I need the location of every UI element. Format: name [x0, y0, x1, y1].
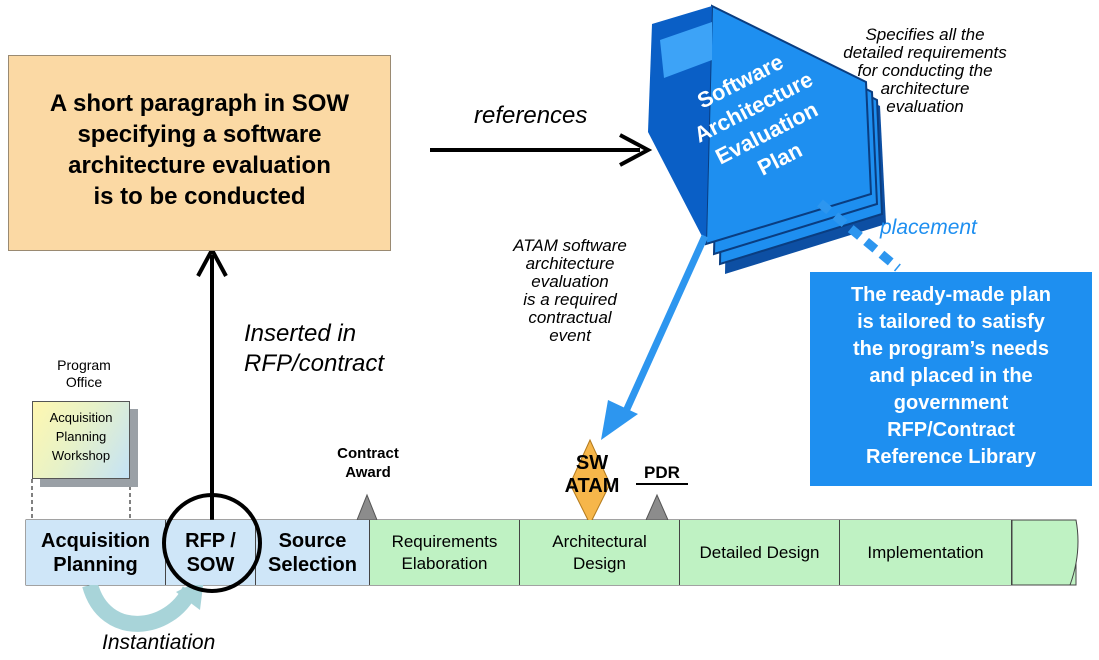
- sw-atam-label: SW ATAM: [564, 452, 620, 497]
- contract-award-triangle: [356, 493, 378, 521]
- references-arrow: [430, 133, 653, 167]
- phase-implementation: Implementation: [840, 520, 1012, 585]
- sow-paragraph-text: A short paragraph in SOW specifying a so…: [49, 90, 350, 210]
- reference-library-box: The ready-made plan is tailored to satis…: [810, 272, 1092, 486]
- contract-award-label: Contract Award: [337, 445, 399, 481]
- inserted-label: Inserted in RFP/contract: [244, 320, 385, 377]
- phase-acquisition-planning: Acquisition Planning: [26, 520, 166, 585]
- plan-specifies-note: Specifies all the detailed requirements …: [843, 25, 1007, 116]
- references-label: references: [474, 102, 588, 129]
- evaluation-plan-book: [648, 4, 886, 274]
- pdr-triangle: [645, 493, 669, 521]
- phase-source-selection: Source Selection: [256, 520, 370, 585]
- acquisition-planning-workshop: Acquisition Planning Workshop: [32, 401, 130, 479]
- phase-requirements-elaboration: Requirements Elaboration: [370, 520, 520, 585]
- placement-label: placement: [880, 216, 977, 239]
- pdr-label: PDR: [644, 463, 680, 482]
- instantiation-label: Instantiation: [102, 631, 216, 654]
- placement-connector: [817, 199, 901, 272]
- program-office-label: Program Office: [57, 357, 111, 390]
- timeline-end: [1011, 519, 1079, 586]
- atam-required-note: ATAM software architecture evaluation is…: [513, 236, 627, 345]
- phase-detailed-design: Detailed Design: [680, 520, 840, 585]
- rfp-sow-highlight-circle: [162, 493, 262, 593]
- phase-architectural-design: Architectural Design: [520, 520, 680, 585]
- atam-blue-arrow: [601, 234, 709, 440]
- sow-paragraph-box: [8, 55, 391, 251]
